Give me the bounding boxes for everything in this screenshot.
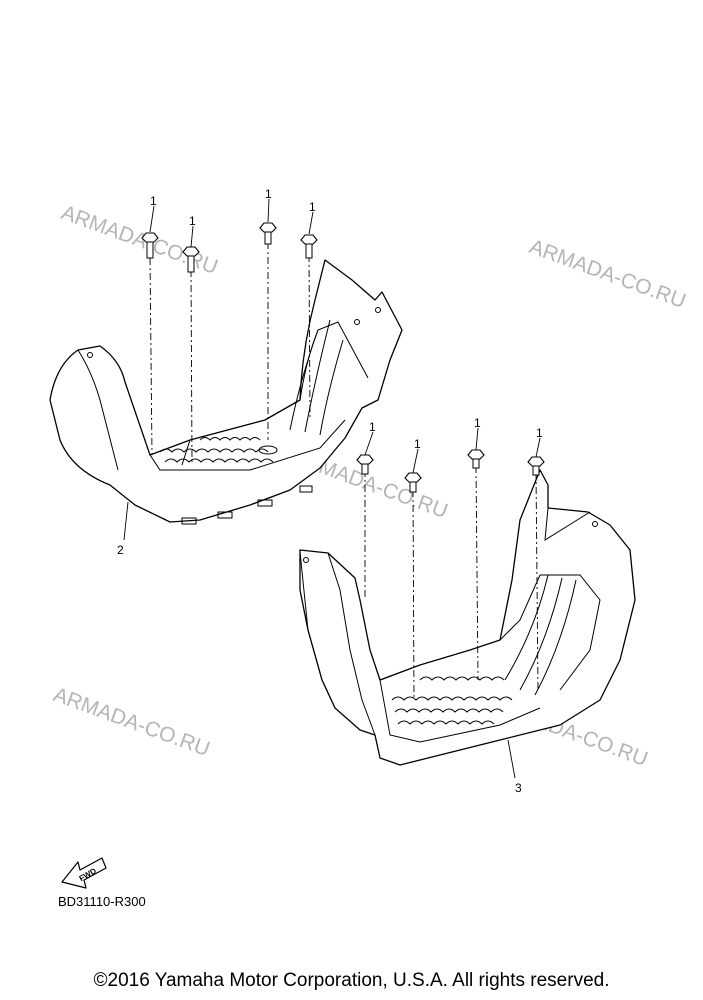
callout-bolt: 1 — [265, 187, 272, 201]
watermark-2: ARMADA-CO.RU — [526, 235, 688, 313]
bolt-icon — [527, 456, 545, 476]
right-footrest — [299, 469, 636, 766]
callout-bolt: 1 — [369, 420, 376, 434]
left-footrest — [49, 259, 403, 525]
watermark-4: ARMADA-CO.RU — [50, 683, 212, 761]
bolts — [141, 222, 545, 493]
watermark-1: ARMADA-CO.RU — [58, 201, 220, 279]
bolt-icon — [356, 454, 374, 475]
callout-bolt: 1 — [189, 214, 196, 228]
callout-bolt: 1 — [414, 437, 421, 451]
callout-bolt: 1 — [309, 200, 316, 214]
callout-bolt: 1 — [536, 426, 543, 440]
callout-left-footrest: 2 — [117, 543, 124, 557]
callout-bolt: 1 — [474, 416, 481, 430]
copyright-notice: ©2016 Yamaha Motor Corporation, U.S.A. A… — [93, 970, 610, 991]
bolt-icon — [300, 234, 318, 259]
callout-lines — [123, 198, 541, 779]
callout-bolt: 1 — [150, 194, 157, 208]
bolt-icon — [141, 232, 159, 259]
callout-right-footrest: 3 — [515, 781, 522, 795]
callout-labels: 1 1 1 1 1 1 1 1 2 3 — [117, 187, 543, 795]
bolt-icon — [404, 472, 422, 493]
fwd-arrow-icon: FWD — [61, 857, 107, 889]
bolt-icon — [182, 246, 200, 273]
bolt-icon — [467, 449, 485, 469]
bolt-leaders — [149, 242, 539, 701]
bolt-icon — [259, 222, 277, 245]
reference-code: BD31110-R300 — [58, 894, 146, 909]
